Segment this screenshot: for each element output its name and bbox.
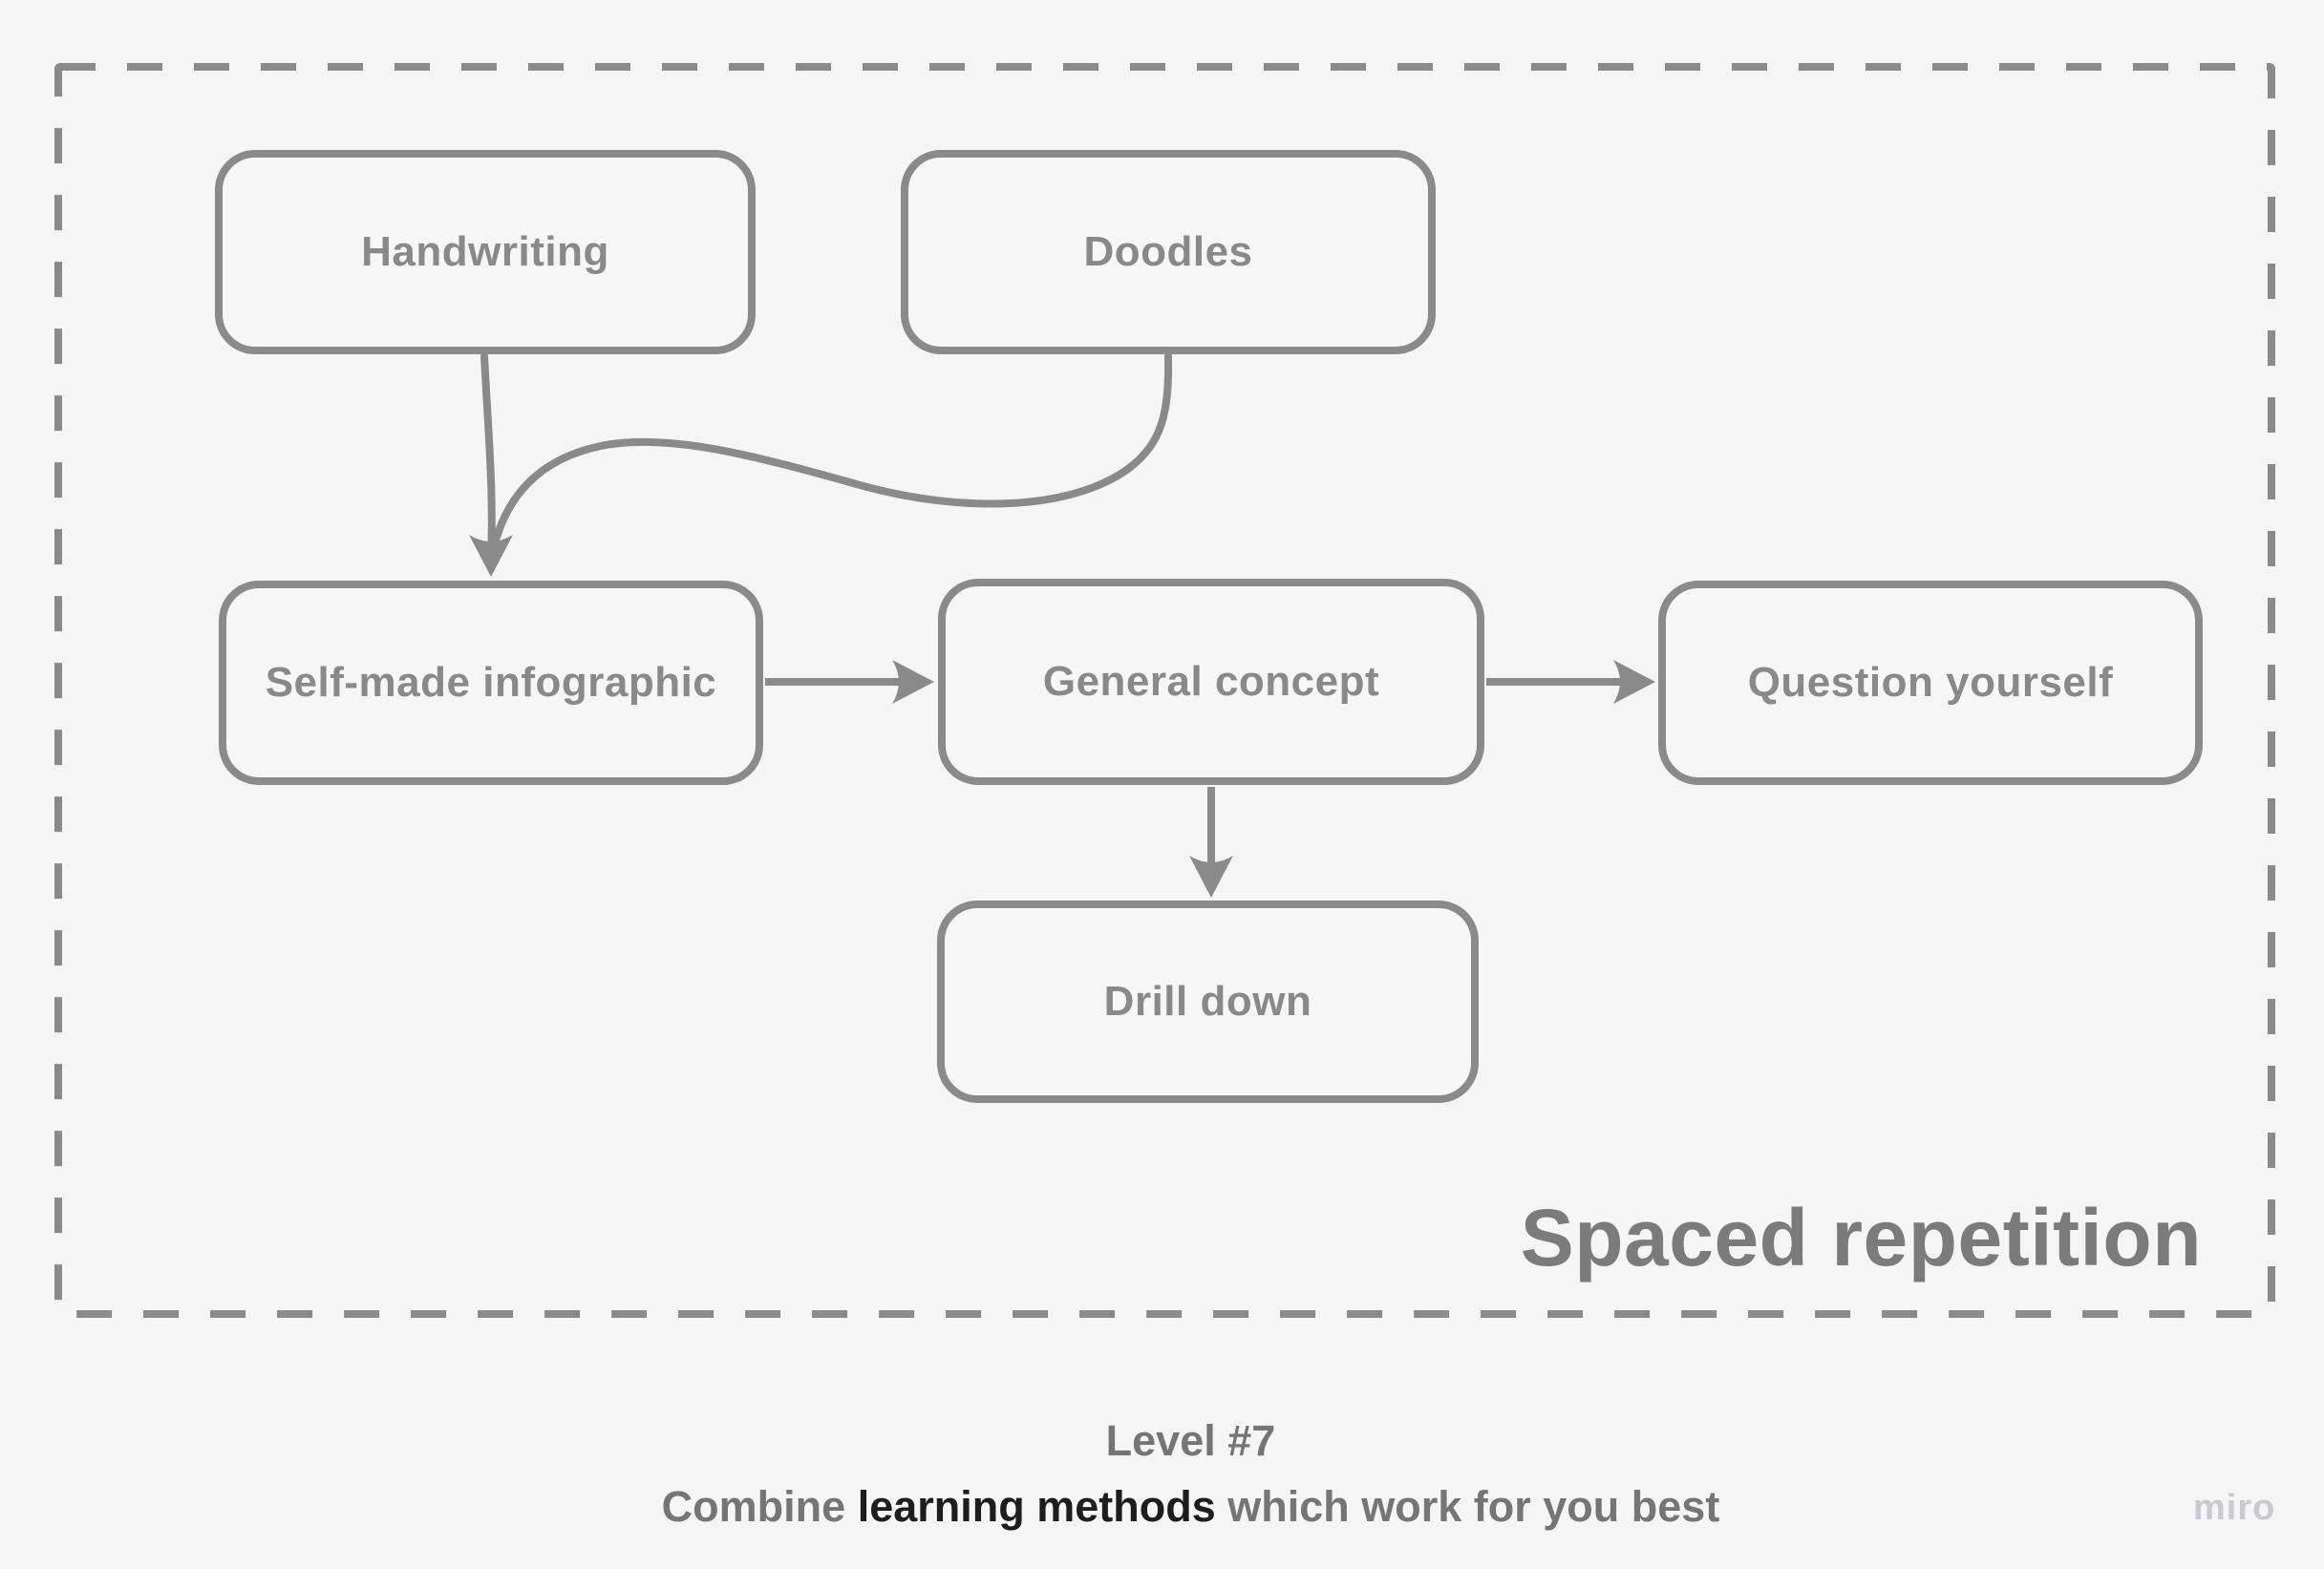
node-question-yourself[interactable]: Question yourself <box>1658 581 2203 785</box>
node-general-concept-label: General concept <box>1042 658 1380 705</box>
connector-handwriting-to-infographic[interactable] <box>480 352 496 562</box>
node-handwriting[interactable]: Handwriting <box>215 150 756 354</box>
caption-line2-suffix: which work for you best <box>1215 1482 1720 1531</box>
caption-line2: Combine learning methods which work for … <box>57 1485 2324 1528</box>
caption-line2-highlight: learning methods <box>857 1482 1216 1531</box>
node-drill-down[interactable]: Drill down <box>937 901 1479 1103</box>
arrowhead-down-infographic <box>469 535 513 577</box>
node-question-yourself-label: Question yourself <box>1747 659 2114 706</box>
frame-title[interactable]: Spaced repetition <box>1520 1193 2202 1283</box>
caption-line2-prefix: Combine <box>661 1482 858 1531</box>
node-drill-down-label: Drill down <box>1103 978 1312 1025</box>
arrowhead-right-question <box>1613 660 1655 704</box>
node-general-concept[interactable]: General concept <box>938 579 1484 785</box>
connector-doodles-to-infographic[interactable] <box>490 352 1173 551</box>
caption-line1: Level #7 <box>1105 1416 1276 1465</box>
node-self-made-infographic[interactable]: Self-made infographic <box>219 581 763 785</box>
node-doodles[interactable]: Doodles <box>901 150 1436 354</box>
node-self-made-infographic-label: Self-made infographic <box>265 659 717 706</box>
miro-logo: miro <box>2193 1488 2276 1528</box>
node-doodles-label: Doodles <box>1083 228 1253 275</box>
node-handwriting-label: Handwriting <box>361 228 609 275</box>
arrowhead-down-drill <box>1189 856 1233 898</box>
frame-dashed-border[interactable] <box>54 63 2275 1318</box>
caption-text[interactable]: Level #7 Combine learning methods which … <box>57 1419 2324 1528</box>
arrowhead-right-general <box>892 660 934 704</box>
